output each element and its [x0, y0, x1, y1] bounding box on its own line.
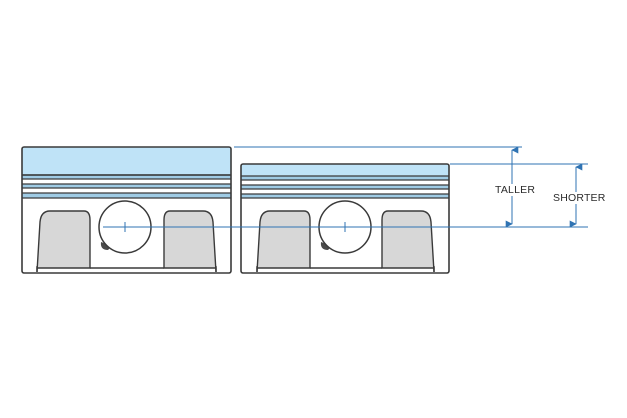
left-piston-crown [22, 147, 231, 175]
shorter-label: SHORTER [552, 192, 607, 204]
left-piston-outline [21, 146, 232, 274]
left-piston [21, 146, 232, 274]
right-skirt-panel-right [381, 210, 435, 273]
left-ring-groove-2 [22, 184, 231, 188]
right-piston-outline [240, 163, 450, 274]
right-ring-groove-3 [241, 194, 449, 198]
right-piston-crown [241, 164, 449, 176]
left-skirt-panel-right [163, 210, 217, 273]
left-skirt-panel-left [36, 210, 91, 273]
right-ring-groove-1 [241, 176, 449, 180]
right-ring-groove-2 [241, 185, 449, 189]
right-skirt-panel-left [256, 210, 311, 273]
right-piston [240, 163, 450, 274]
left-ring-groove-1 [22, 175, 231, 179]
taller-label: TALLER [494, 184, 537, 196]
left-ring-groove-3 [22, 193, 231, 198]
